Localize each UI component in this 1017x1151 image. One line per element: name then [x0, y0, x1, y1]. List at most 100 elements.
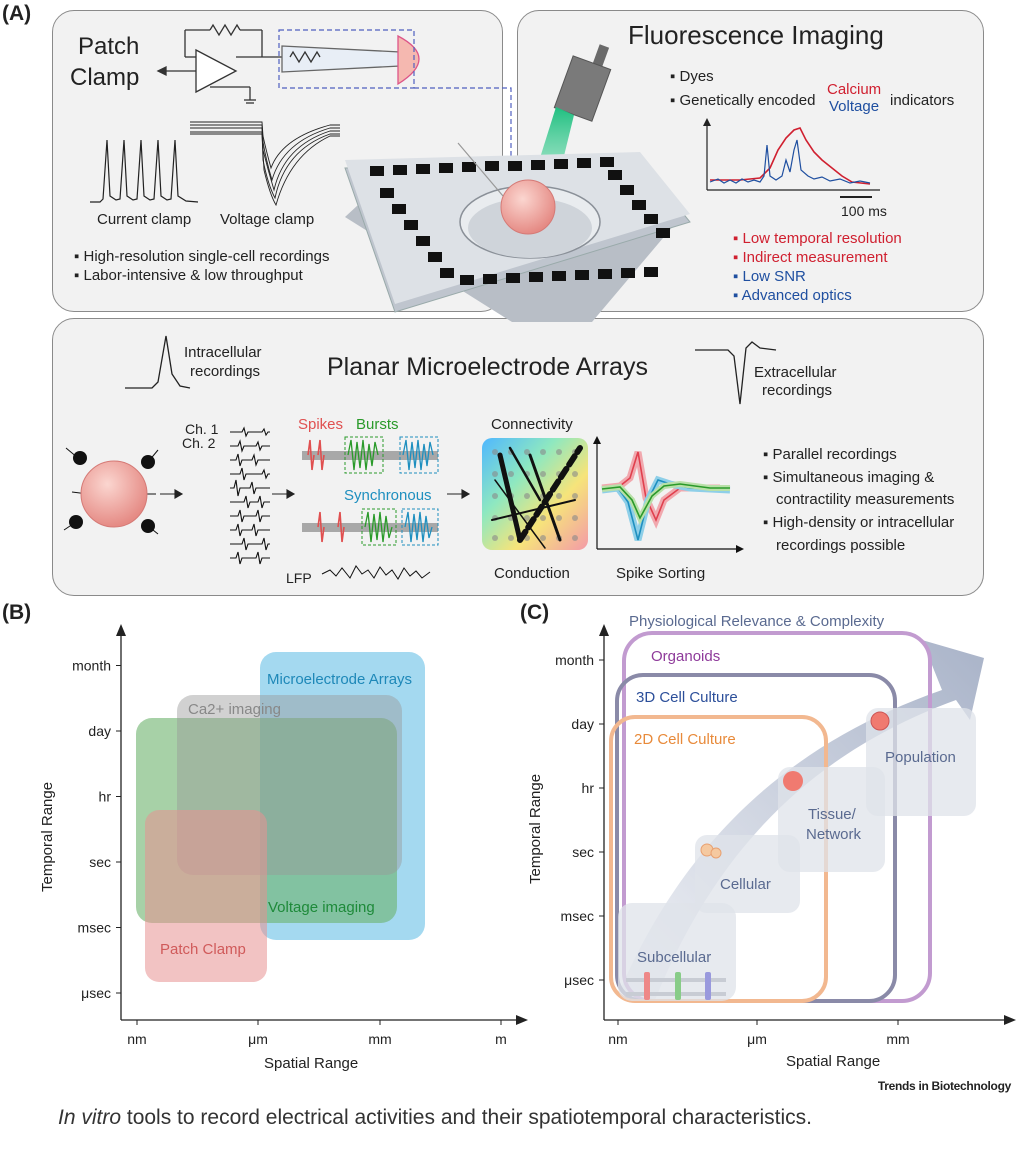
- c-ytick-label: sec: [572, 844, 594, 860]
- mea-bullet-2b: contractility measurements: [776, 491, 955, 508]
- mea-region-label: Microelectrode Arrays: [267, 671, 412, 688]
- b-xtick-label: nm: [127, 1031, 146, 1047]
- b-xtick-label: mm: [368, 1031, 391, 1047]
- c-xtick-label: nm: [608, 1031, 627, 1047]
- b-ytick-label: month: [72, 658, 111, 674]
- caption-rest: tools to record electrical activities an…: [121, 1106, 812, 1129]
- patch-clamp-title-1: Patch: [78, 33, 140, 60]
- synchronous-label: Synchronous: [344, 487, 432, 504]
- mea-bullet-3-text: High-density or intracellular: [772, 514, 955, 531]
- intracellular-waveform: [125, 335, 191, 389]
- mea-chip: [344, 142, 691, 322]
- mea-cell-electrodes: [63, 447, 159, 535]
- patch-region-label: Patch Clamp: [160, 941, 246, 958]
- mea-bullet-1: ▪ Parallel recordings: [763, 446, 897, 463]
- electrode-pads: [370, 157, 670, 285]
- patch-clamp-region: [145, 810, 267, 982]
- b-y-axis-label: Temporal Range: [39, 782, 56, 892]
- patch-bullet-2: ▪ Labor-intensive & low throughput: [74, 267, 303, 284]
- b-ytick-label: sec: [89, 854, 111, 870]
- voltage-trace: [709, 139, 871, 184]
- figure-caption: In vitro tools to record electrical acti…: [58, 1106, 812, 1130]
- patch-clamp-title-2: Clamp: [70, 64, 140, 91]
- population-label: Population: [885, 749, 956, 766]
- panel-c-label: (C): [520, 601, 550, 624]
- ca-region-label: Ca2+ imaging: [188, 701, 281, 718]
- fluor-indicators-label: indicators: [890, 92, 955, 109]
- c-y-axis-label: Temporal Range: [527, 774, 544, 884]
- spikes-label: Spikes: [298, 416, 344, 433]
- c-xtick-label: mm: [886, 1031, 909, 1047]
- current-clamp-label: Current clamp: [97, 211, 192, 228]
- cellular-label: Cellular: [720, 876, 771, 893]
- fluorescence-title: Fluorescence Imaging: [628, 20, 884, 50]
- caption-italic: In vitro: [58, 1106, 122, 1129]
- voltage-clamp-label: Voltage clamp: [220, 211, 315, 228]
- panel-c-chart: μsec msec sec hr day month nm μm mm Physiologic…: [527, 613, 1016, 1070]
- fluor-trace-plot: [703, 118, 880, 198]
- organoids-label: Organoids: [651, 648, 720, 665]
- extracellular-label-2: recordings: [762, 382, 833, 399]
- tissue-label-2: Network: [806, 826, 862, 843]
- connectivity-map: [482, 438, 588, 550]
- intracellular-label-1: Intracellular: [184, 344, 262, 361]
- patch-zoom-box: [278, 29, 415, 89]
- calcium-trace: [710, 127, 871, 185]
- tissue-label-1: Tissue/: [808, 806, 857, 823]
- c-ytick-label: month: [555, 652, 594, 668]
- culture2d-label: 2D Cell Culture: [634, 731, 736, 748]
- mea-bullet-3: ▪ High-density or intracellular: [763, 514, 955, 531]
- c-ytick-label: μsec: [564, 972, 594, 988]
- voltage-region-label: Voltage imaging: [268, 899, 375, 916]
- mea-cell: [500, 179, 556, 235]
- spike-sorting-plot: [593, 436, 744, 553]
- patch-pipette: [457, 142, 504, 197]
- c-ytick-label: hr: [582, 780, 595, 796]
- patch-zoom-leader: [414, 87, 512, 215]
- fluor-bullet-red-1: ▪ Low temporal resolution: [733, 230, 902, 247]
- tissue-box: [778, 767, 885, 872]
- ch2-label: Ch. 2: [182, 435, 216, 451]
- fluor-item-gei: ▪ Genetically encoded: [670, 92, 816, 109]
- fluor-bullet-blue-1: ▪ Low SNR: [733, 268, 806, 285]
- fluor-voltage-label: Voltage: [829, 98, 880, 115]
- c-ytick-label: day: [571, 716, 594, 732]
- culture3d-label: 3D Cell Culture: [636, 689, 738, 706]
- panel-a-graphics: [63, 23, 880, 580]
- fluor-scale-label: 100 ms: [841, 203, 887, 219]
- b-ytick-label: day: [88, 723, 111, 739]
- c-y-ticks: μsec msec sec hr day month: [555, 652, 604, 988]
- cell-icon-2: [710, 847, 722, 859]
- lfp-label: LFP: [286, 570, 312, 586]
- b-xtick-label: μm: [248, 1031, 268, 1047]
- connectivity-label: Connectivity: [491, 416, 573, 433]
- mea-title: Planar Microelectrode Arrays: [327, 353, 648, 381]
- fluor-item-dyes-text: Dyes: [679, 68, 714, 85]
- patch-clamp-circuit: [156, 23, 420, 104]
- lfp-trace: [321, 565, 431, 580]
- organoid-cell: [80, 460, 148, 528]
- extracellular-label-1: Extracellular: [754, 364, 837, 381]
- fluor-bullet-blue-1-text: Low SNR: [742, 268, 806, 285]
- channel-traces: [230, 426, 270, 565]
- mea-bullet-2: ▪ Simultaneous imaging &: [763, 469, 935, 486]
- membrane-icon: [626, 972, 726, 1000]
- population-box: [866, 708, 976, 816]
- panel-b-label: (B): [2, 601, 32, 624]
- fluor-item-gei-text: Genetically encoded: [679, 92, 816, 109]
- b-ytick-label: hr: [99, 789, 112, 805]
- patch-bullet-1-text: High-resolution single-cell recordings: [83, 248, 330, 265]
- arrow-label: Physiological Relevance & Complexity: [629, 613, 885, 630]
- c-ytick-label: msec: [561, 908, 594, 924]
- camera: [553, 44, 612, 122]
- fluor-calcium-label: Calcium: [827, 81, 882, 98]
- panel-a-label: (A): [2, 2, 32, 25]
- c-xtick-label: μm: [747, 1031, 767, 1047]
- bursts-label: Bursts: [356, 416, 399, 433]
- patch-bullet-2-text: Labor-intensive & low throughput: [83, 267, 303, 284]
- current-clamp-trace: [90, 139, 199, 203]
- fluor-bullet-red-1-text: Low temporal resolution: [742, 230, 902, 247]
